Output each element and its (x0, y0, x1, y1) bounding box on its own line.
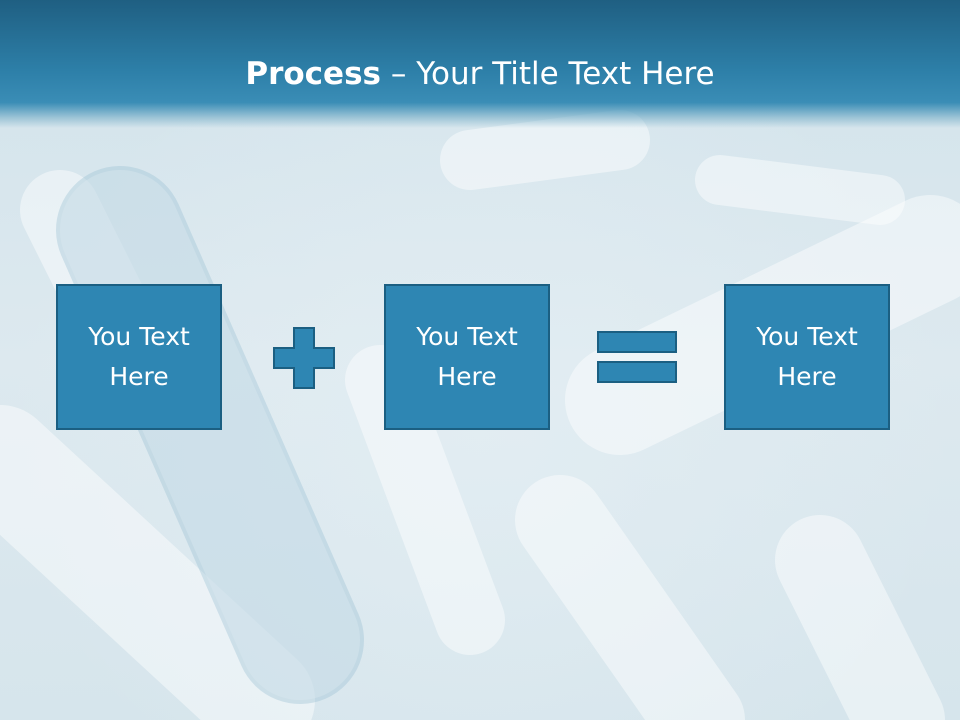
text-box-1-label: You Text Here (88, 322, 190, 391)
title-bar (0, 0, 960, 128)
title-rest: – Your Title Text Here (381, 56, 715, 92)
title-bold: Process (245, 56, 381, 92)
text-box-1[interactable]: You Text Here (56, 284, 222, 430)
slide-title: Process – Your Title Text Here (0, 52, 960, 96)
plus-icon (273, 327, 335, 389)
text-box-2-label: You Text Here (416, 322, 518, 391)
equals-icon (597, 331, 677, 383)
text-box-2[interactable]: You Text Here (384, 284, 550, 430)
text-box-3[interactable]: You Text Here (724, 284, 890, 430)
text-box-3-label: You Text Here (756, 322, 858, 391)
